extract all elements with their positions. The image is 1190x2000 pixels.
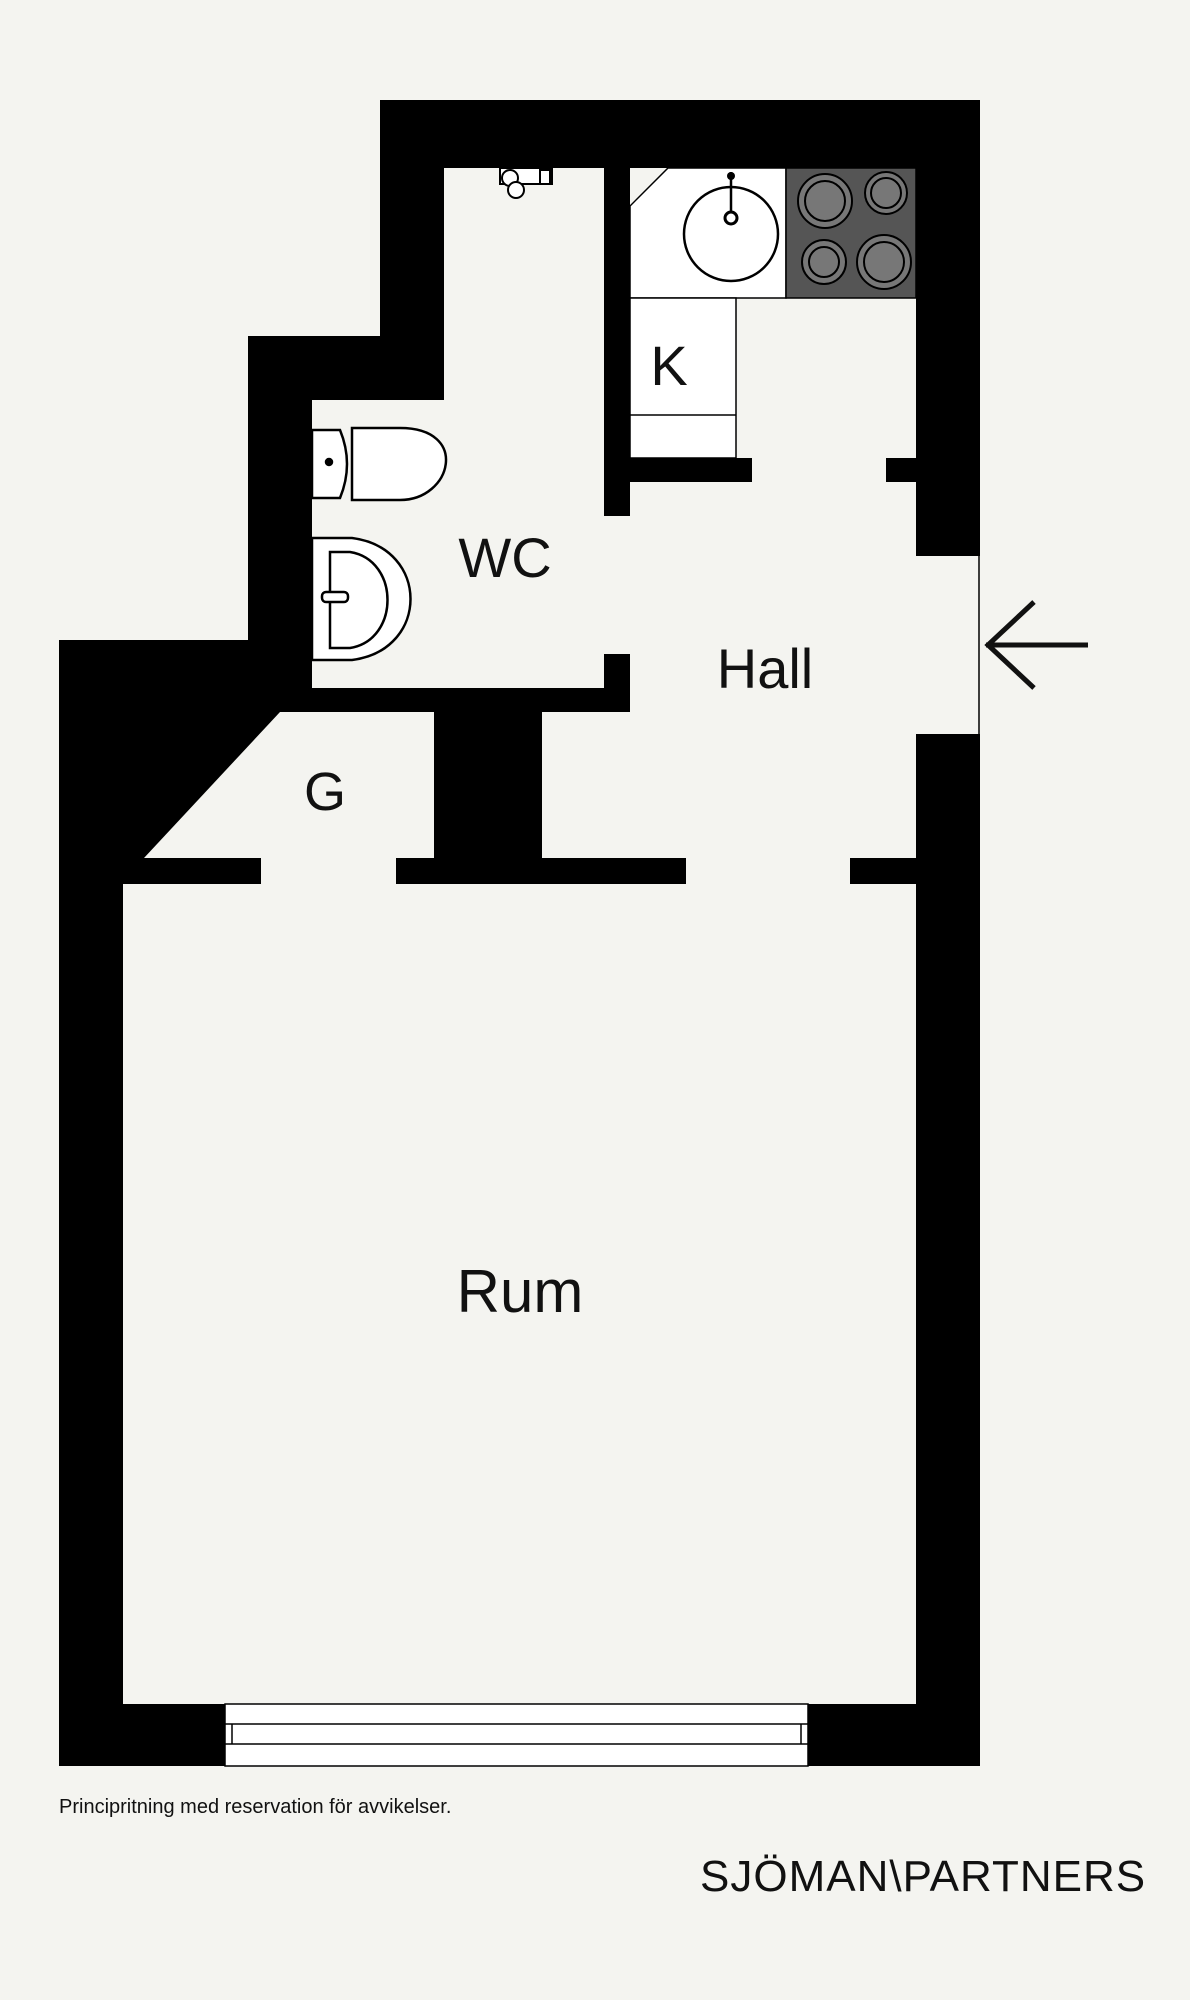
- wall: [380, 100, 980, 168]
- room-label-hall: Hall: [717, 637, 813, 700]
- disclaimer-note: Principritning med reservation för avvik…: [59, 1796, 452, 1818]
- toilet-icon: [310, 426, 448, 502]
- wall: [604, 654, 630, 712]
- wall: [916, 100, 980, 556]
- stove-icon: [785, 167, 917, 299]
- wall: [808, 1704, 980, 1766]
- wall: [396, 858, 686, 884]
- wall: [434, 712, 542, 884]
- shower-mixer-icon: [499, 167, 553, 199]
- wall: [916, 734, 980, 1766]
- wall: [59, 1704, 225, 1766]
- wall: [123, 712, 280, 858]
- wall: [59, 640, 123, 1766]
- brand-logo: SJÖMAN\PARTNERS: [700, 1852, 1147, 1901]
- wall: [886, 458, 916, 482]
- kitchen-sink-icon: [682, 172, 780, 283]
- room-label-storage: G: [304, 762, 346, 822]
- wall: [850, 858, 916, 884]
- wall: [123, 858, 261, 884]
- room-label-kitchen: K: [650, 334, 687, 397]
- room-label-wc: WC: [458, 526, 551, 589]
- washbasin-icon: [310, 536, 412, 662]
- wall: [604, 100, 630, 516]
- window: [224, 1703, 809, 1767]
- wall: [630, 458, 752, 482]
- wall: [59, 640, 312, 712]
- room-label-main-room: Rum: [457, 1258, 584, 1325]
- entrance-arrow-icon: [984, 600, 1088, 690]
- walls: [59, 100, 980, 1766]
